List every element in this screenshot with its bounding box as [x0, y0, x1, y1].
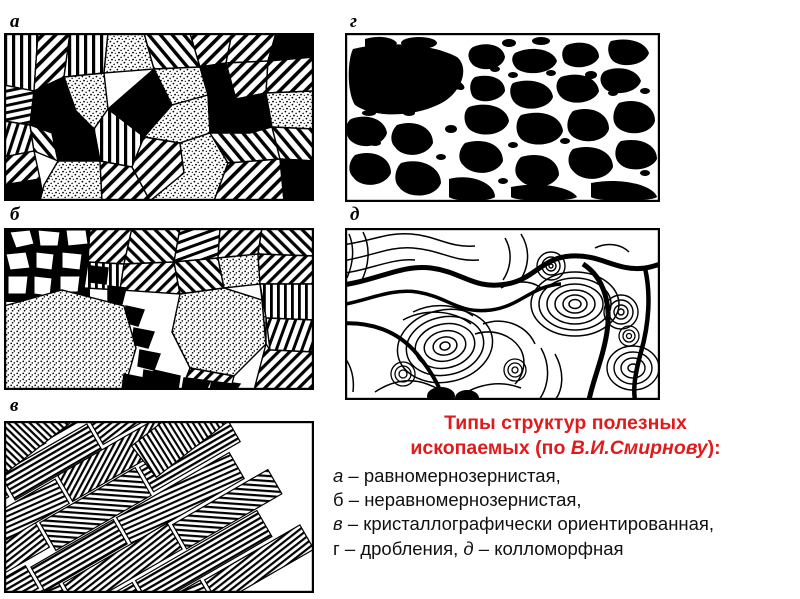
caption-title-suffix: ): [707, 436, 721, 459]
panel-label-a: а [10, 11, 20, 32]
micrograph-panel-d [345, 228, 660, 400]
caption-key-a: а [333, 464, 344, 486]
panel-d-texture [345, 228, 660, 400]
caption-key-g: г [333, 537, 340, 559]
figure-caption: Типы структур полезных ископаемых (по В.… [333, 412, 798, 561]
caption-title-line-2: ископаемых (по В.И.Смирнову): [333, 437, 798, 461]
micrograph-panel-g [345, 33, 660, 202]
caption-item-a: а – равномернозернистая, [333, 464, 798, 488]
caption-author: В.И.Смирнову [570, 436, 708, 459]
panel-b-texture [4, 228, 314, 390]
caption-text-b: неравномернозернистая, [364, 488, 582, 510]
caption-dash-d: – [473, 537, 495, 559]
micrograph-panel-v [4, 421, 314, 593]
micrograph-panel-a [4, 33, 314, 201]
caption-key-v: в [333, 513, 343, 535]
caption-text-v: кристаллографически ориентированная, [363, 513, 715, 535]
caption-title-prefix: ископаемых (по [410, 436, 571, 459]
caption-text-a: равномернозернистая, [363, 464, 561, 486]
caption-key-b: б [333, 488, 344, 510]
caption-item-b: б – неравномернозернистая, [333, 488, 798, 512]
caption-key-d: д [463, 537, 474, 559]
caption-item-v: в – кристаллографически ориентированная, [333, 512, 798, 536]
caption-item-g-d: г – дробления, д – колломорфная [333, 537, 798, 561]
caption-item-list: а – равномернозернистая, б – неравномерн… [333, 464, 798, 562]
panel-a-texture [4, 33, 314, 201]
panel-label-g: г [350, 11, 358, 32]
caption-text-g: дробления, [360, 537, 464, 559]
caption-text-d: колломорфная [494, 537, 624, 559]
caption-dash-g: – [339, 537, 361, 559]
panel-label-b: б [10, 204, 20, 225]
caption-title-line-1: Типы структур полезных [444, 412, 687, 434]
caption-dash-a: – [343, 464, 364, 486]
panel-label-d: д [350, 204, 360, 225]
panel-g-texture [345, 33, 660, 202]
panel-label-v: в [10, 395, 19, 416]
micrograph-panel-b [4, 228, 314, 390]
caption-dash-v: – [342, 513, 364, 535]
panel-v-texture [4, 421, 314, 593]
caption-dash-b: – [343, 488, 365, 510]
